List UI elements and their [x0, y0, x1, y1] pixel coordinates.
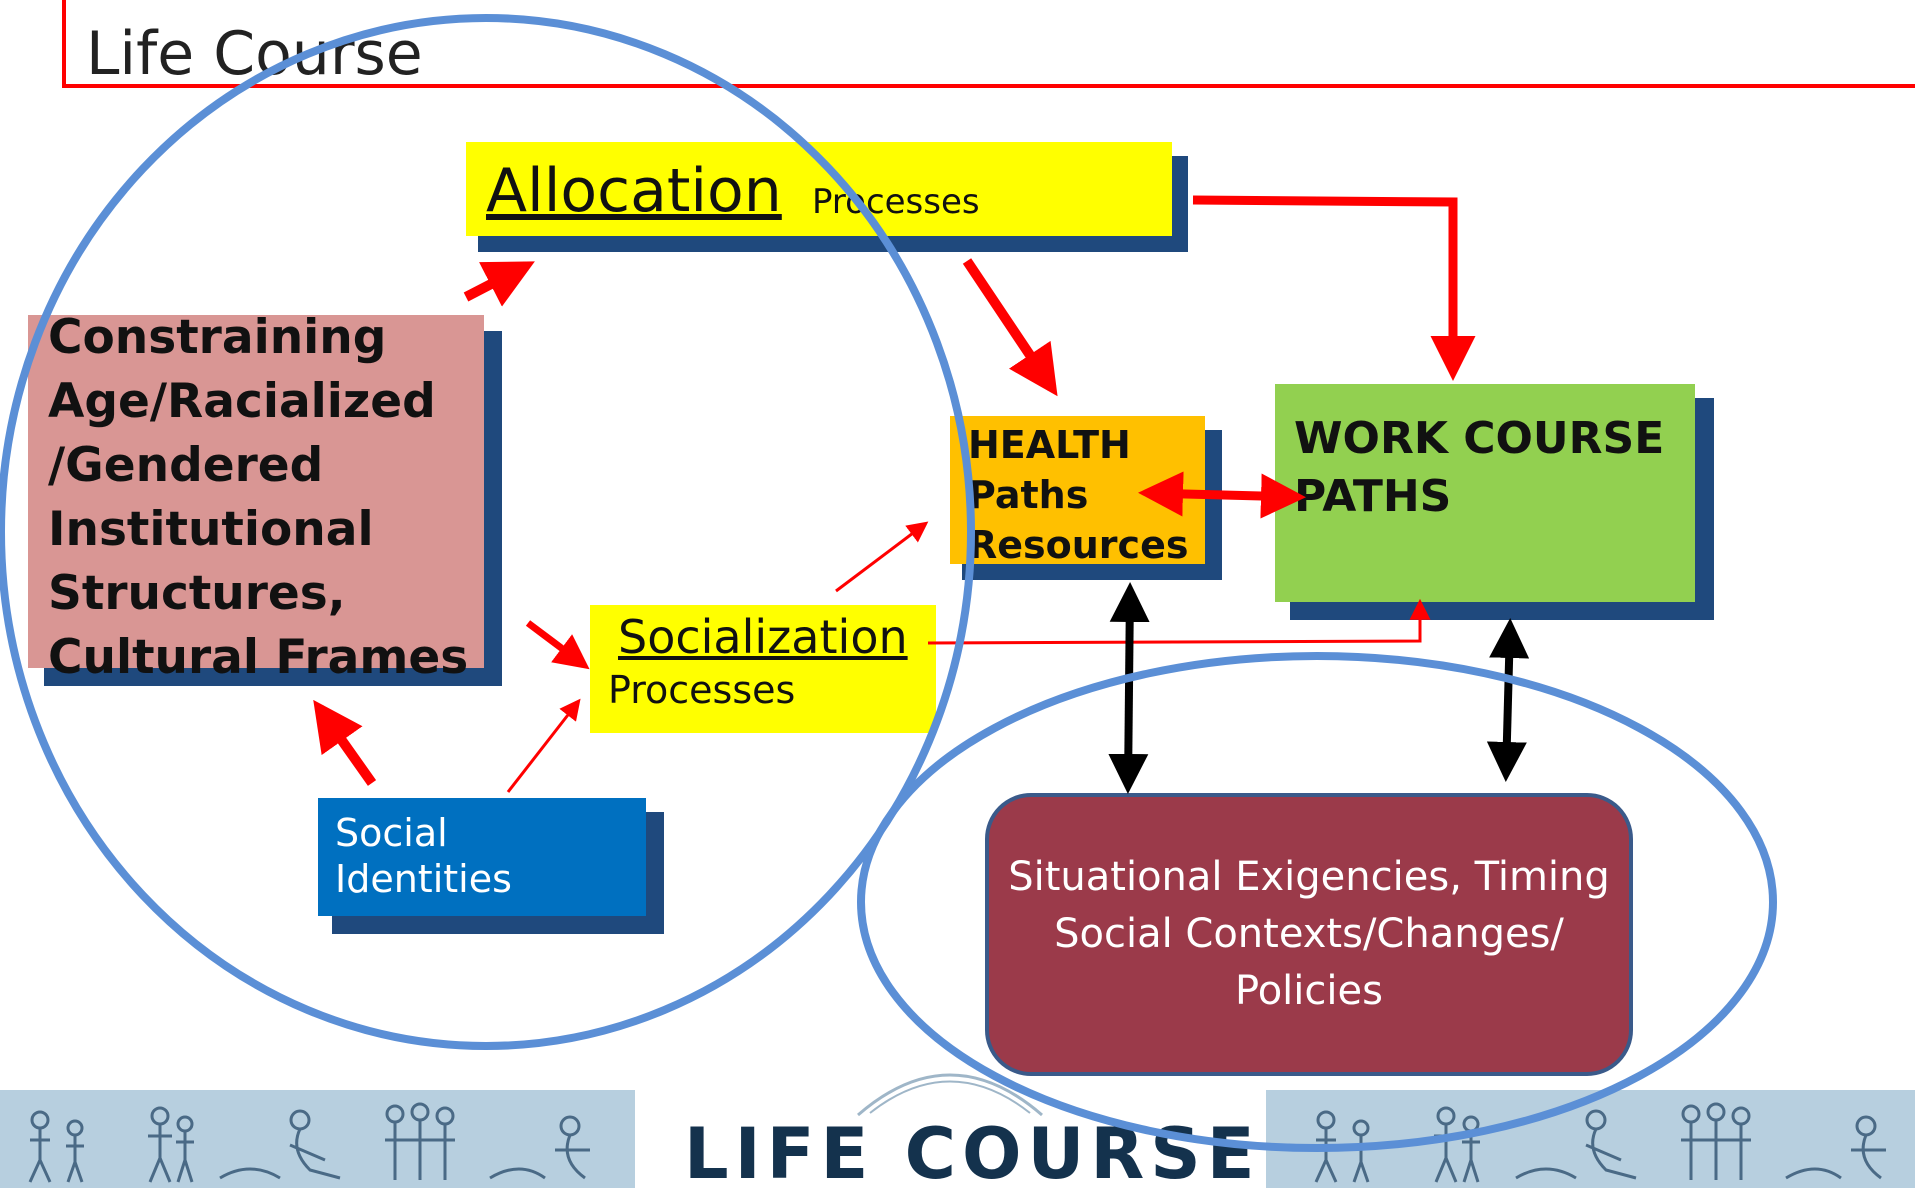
allocation-processes-label: Processes [812, 182, 980, 222]
arrow-social-to-socialization [506, 698, 581, 793]
situational-line-3: Policies [1235, 968, 1383, 1014]
arrow-work-situational-bidirectional [1486, 618, 1530, 782]
constraining-structures-label: Constraining Age/Racialized /Gendered In… [48, 310, 469, 685]
people-illustration-left-icon [28, 1102, 590, 1183]
health-line-3: Resources [968, 523, 1189, 567]
social-identities-label: Social Identities [335, 810, 512, 902]
allocation-label: Allocation [486, 156, 782, 226]
situational-exigencies-label: Situational Exigencies, Timing Social Co… [999, 849, 1619, 1020]
constraining-structures-box [28, 315, 484, 668]
work-course-paths-label: WORK COURSE PATHS [1294, 410, 1664, 526]
health-line-2: Paths [968, 473, 1089, 517]
footer-brand: LIFE COURSE [684, 1113, 1261, 1195]
title-frame [62, 0, 1915, 88]
work-course-paths-box [1275, 384, 1695, 602]
socialization-processes-label: Processes [608, 668, 796, 712]
situational-exigencies-box: Situational Exigencies, Timing Social Co… [985, 793, 1633, 1076]
arrow-social-to-constraining [313, 699, 377, 786]
footer-banner-right [1266, 1090, 1915, 1188]
socialization-processes-box [590, 605, 936, 733]
arrow-socialization-to-work [927, 598, 1431, 645]
socialization-label: Socialization [618, 610, 908, 664]
arrow-socialization-to-health [835, 521, 929, 593]
arrow-constraining-to-socialization [525, 620, 590, 670]
social-identities-box [318, 798, 646, 916]
health-line-1: HEALTH [968, 423, 1131, 467]
footer-banner-left [0, 1090, 635, 1188]
footer-arc-icon-2 [869, 1080, 1031, 1114]
health-paths-label: HEALTH Paths Resources [968, 420, 1188, 570]
social-line-1: Social [335, 811, 448, 855]
highlight-circle-left [0, 14, 975, 1050]
footer-arc-icon [857, 1073, 1043, 1117]
arrow-allocation-to-work [1192, 195, 1476, 381]
social-line-2: Identities [335, 857, 512, 901]
situational-line-1: Situational Exigencies, Timing [1008, 854, 1610, 900]
arrow-allocation-to-health [962, 258, 1058, 397]
situational-line-2: Social Contexts/Changes/ [1054, 911, 1564, 957]
arrow-constraining-to-allocation [463, 261, 535, 307]
arrow-health-situational-bidirectional [1108, 582, 1150, 794]
arrow-health-work-bidirectional [1138, 471, 1306, 519]
work-line-2: PATHS [1294, 471, 1452, 522]
work-line-1: WORK COURSE [1294, 413, 1665, 464]
highlight-circle-right [857, 652, 1777, 1152]
